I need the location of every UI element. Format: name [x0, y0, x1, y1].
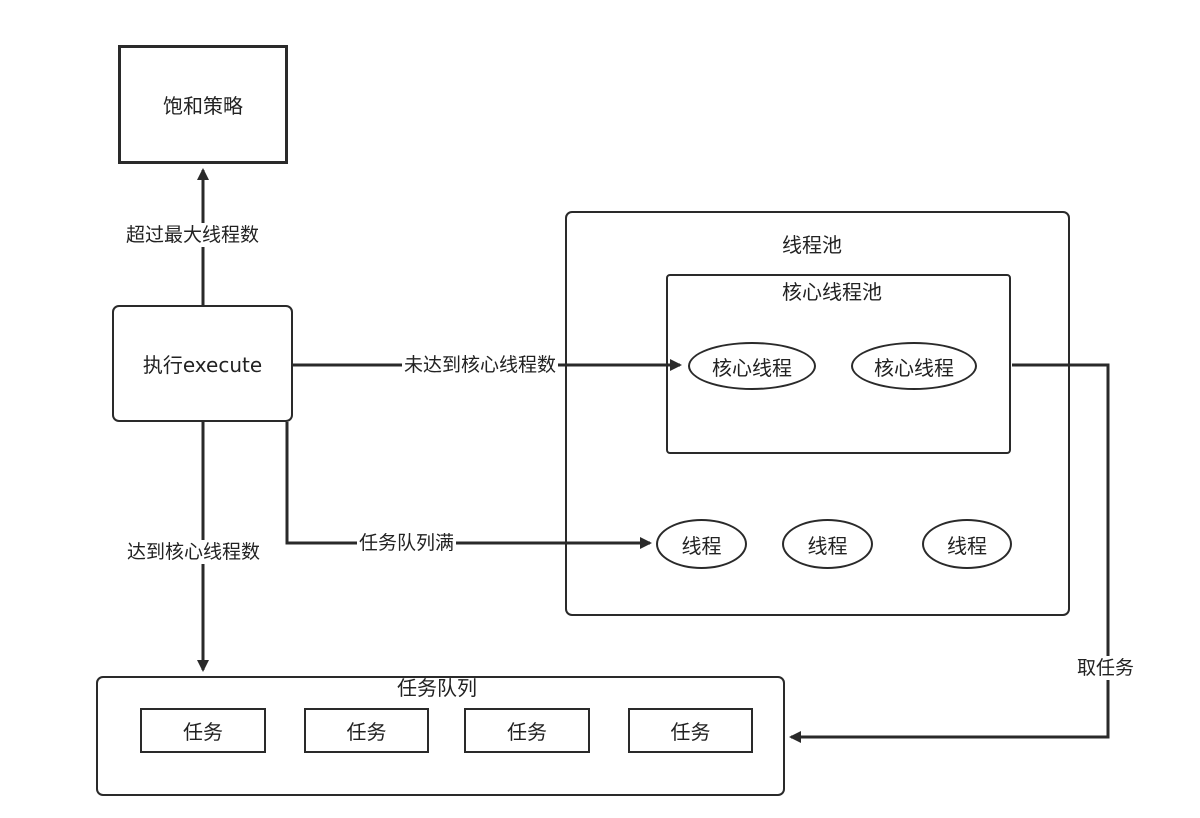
core-thread-pool-label: 核心线程池 [782, 280, 882, 304]
task-item: 任务 [140, 708, 266, 753]
saturation-policy-label: 饱和策略 [163, 94, 243, 118]
edge-take-task [789, 363, 1110, 743]
task-item: 任务 [628, 708, 753, 753]
edge-label-queue-full: 任务队列满 [357, 531, 457, 555]
execute-label: 执行execute [142, 353, 263, 377]
task-item: 任务 [304, 708, 429, 753]
edge-label-core-not-reached: 未达到核心线程数 [402, 353, 559, 377]
core-thread-ellipse: 核心线程 [851, 342, 977, 390]
thread-ellipse: 线程 [922, 519, 1012, 569]
edge-label-core-reached: 达到核心线程数 [125, 540, 263, 564]
task-queue-label: 任务队列 [397, 676, 477, 700]
saturation-policy-box: 饱和策略 [118, 45, 288, 164]
thread-pool-label: 线程池 [782, 233, 842, 257]
execute-box: 执行execute [112, 305, 293, 422]
edge-label-exceed-max-threads: 超过最大线程数 [124, 223, 262, 247]
core-thread-pool-box [666, 274, 1011, 454]
thread-ellipse: 线程 [656, 519, 747, 569]
edge-label-take-task: 取任务 [1075, 656, 1137, 680]
thread-ellipse: 线程 [782, 519, 873, 569]
task-item: 任务 [464, 708, 590, 753]
thread-pool-box [565, 211, 1070, 616]
edge-queue-full [285, 422, 652, 549]
task-queue-box [96, 676, 785, 796]
core-thread-ellipse: 核心线程 [688, 342, 816, 390]
